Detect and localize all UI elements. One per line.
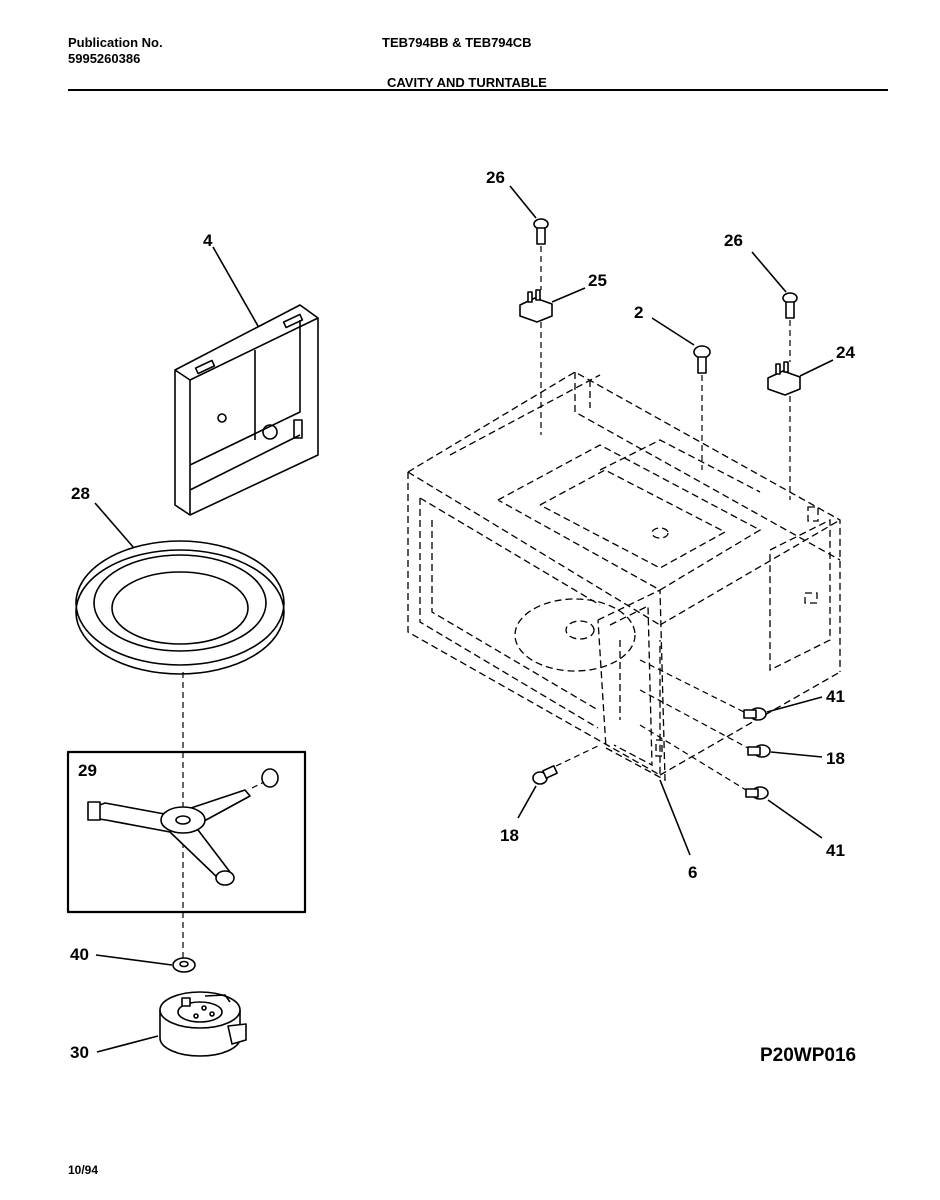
roller-ring-part: [75, 540, 285, 675]
callout-4: 4: [203, 231, 213, 250]
roller-guide-part: [87, 768, 279, 886]
callout-41-upper: 41: [826, 687, 845, 706]
publication-label: Publication No.: [68, 35, 163, 50]
callout-28: 28: [71, 484, 90, 503]
callout-24: 24: [836, 343, 855, 362]
callout-18-lower: 18: [500, 826, 519, 845]
model-numbers: TEB794BB & TEB794CB: [382, 35, 532, 50]
screw-26-upper-right: [782, 292, 798, 319]
screw-41-lower: [745, 786, 769, 800]
figure-code: P20WP016: [760, 1045, 856, 1066]
callout-2: 2: [634, 303, 643, 322]
turntable-motor-part: [159, 991, 247, 1057]
switch-24: [767, 361, 801, 396]
callout-30: 30: [70, 1043, 89, 1062]
callout-26-right: 26: [724, 231, 743, 250]
header-rule: [68, 89, 888, 91]
screw-2: [693, 345, 711, 374]
oven-cavity-part: [407, 371, 841, 782]
screw-18-right: [747, 744, 771, 758]
callout-26-left: 26: [486, 168, 505, 187]
mounting-bracket-part: [174, 304, 319, 516]
callout-18-right: 18: [826, 749, 845, 768]
callout-41-lower: 41: [826, 841, 845, 860]
callout-25: 25: [588, 271, 607, 290]
screw-26-upper-left: [533, 218, 549, 245]
callout-6: 6: [688, 863, 697, 882]
publication-number: 5995260386: [68, 51, 141, 66]
washer-part: [172, 957, 196, 973]
screw-41-upper: [743, 707, 767, 721]
footer-date: 10/94: [68, 1163, 99, 1177]
screw-18-lower-left: [532, 765, 558, 785]
section-title: CAVITY AND TURNTABLE: [387, 75, 547, 90]
callout-40: 40: [70, 945, 89, 964]
callout-29: 29: [78, 761, 97, 780]
switch-25: [519, 289, 553, 323]
